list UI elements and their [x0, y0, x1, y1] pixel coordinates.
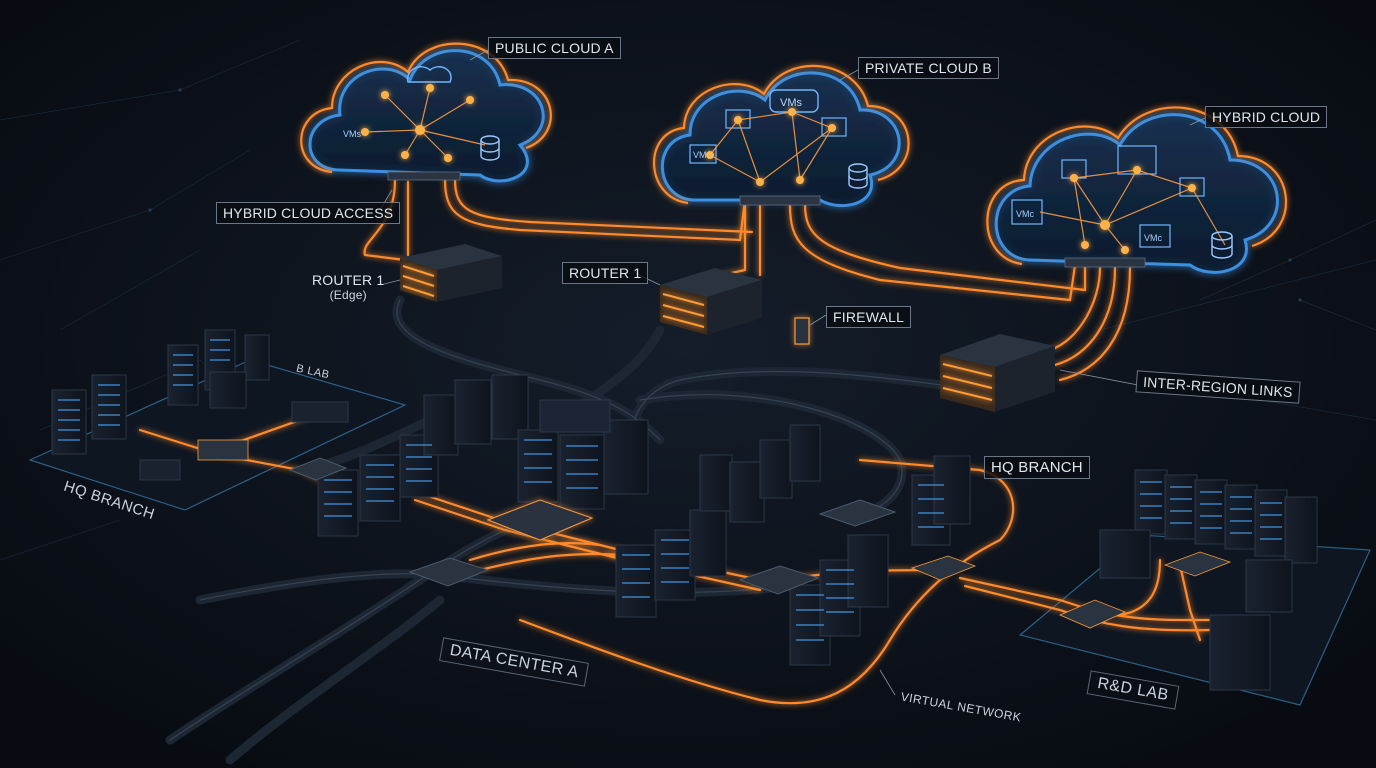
label-hybrid-cloud: HYBRID CLOUD: [1205, 106, 1328, 128]
label-hybrid-cloud-access: HYBRID CLOUD ACCESS: [216, 202, 401, 224]
hybrid-vm-label-2: VMc: [1144, 233, 1163, 243]
database-icon: [1211, 231, 1233, 259]
firewall-device[interactable]: [794, 317, 810, 345]
server-leds: [58, 339, 1282, 641]
label-firewall: FIREWALL: [826, 306, 912, 328]
private-cloud-b[interactable]: VMs VMc: [653, 64, 910, 208]
hybrid-cloud[interactable]: VMc VMc: [986, 106, 1288, 274]
database-icon: [480, 135, 500, 161]
label-private-cloud-b: PRIVATE CLOUD B: [858, 57, 999, 79]
router-edge[interactable]: [400, 244, 502, 302]
database-icon: [848, 163, 868, 189]
label-router-edge-title: ROUTER 1: [312, 272, 385, 288]
cloud-b-vm-label: VMc: [693, 150, 712, 160]
hybrid-vm-label-1: VMc: [1016, 209, 1035, 219]
label-leaders: [379, 49, 1206, 696]
network-switches: [288, 457, 1232, 629]
cloud-a-vm-label: VMs: [343, 129, 362, 139]
label-router-edge: ROUTER 1 (Edge): [312, 272, 384, 302]
inter-region-router[interactable]: [940, 334, 1055, 412]
label-public-cloud-a: PUBLIC CLOUD A: [488, 37, 621, 59]
cloud-b-vms-label: VMs: [780, 97, 803, 109]
label-router-edge-sub: (Edge): [329, 288, 367, 302]
label-hq-branch-center: HQ BRANCH: [984, 456, 1090, 479]
public-cloud-a[interactable]: VMs: [300, 42, 552, 183]
router-1[interactable]: [660, 268, 762, 335]
label-router-1: ROUTER 1: [562, 262, 649, 284]
